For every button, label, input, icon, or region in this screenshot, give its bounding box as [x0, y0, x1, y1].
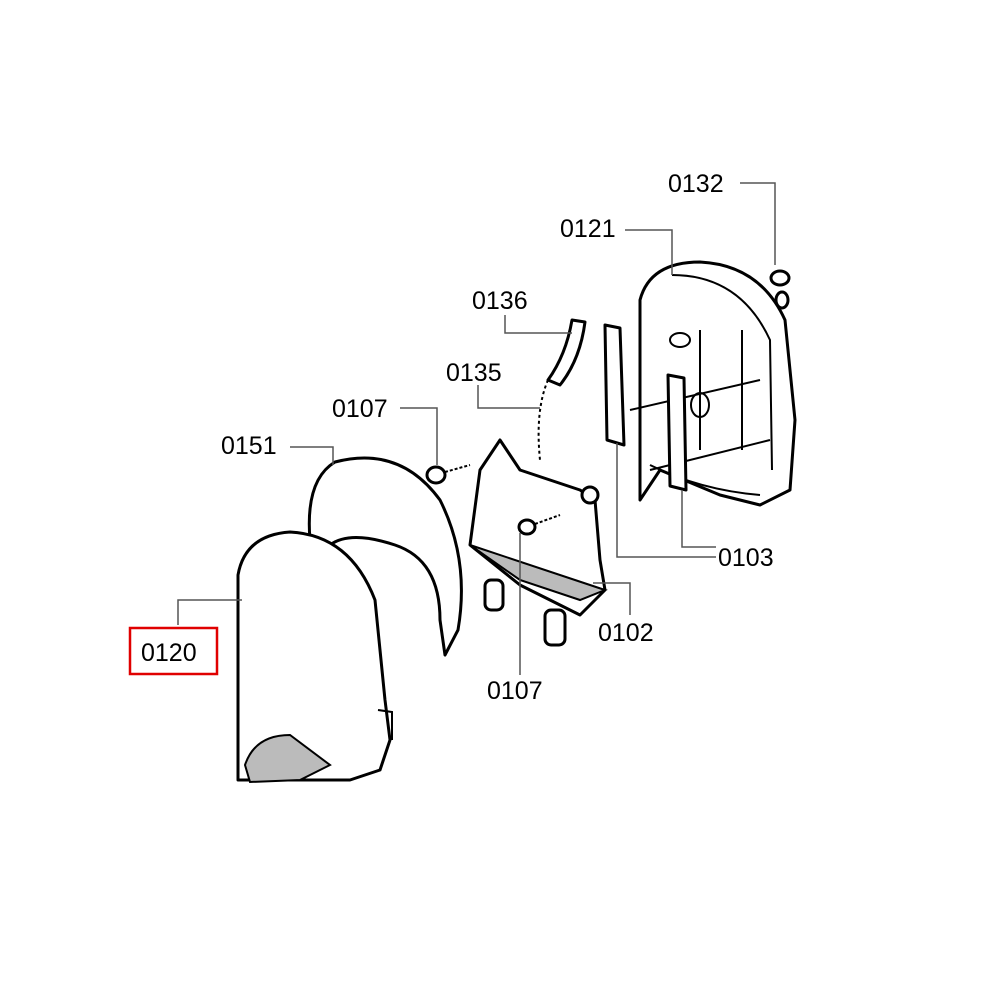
label-0107-top: 0107 [332, 395, 388, 423]
label-0151: 0151 [221, 432, 277, 460]
label-0107-bottom: 0107 [487, 677, 543, 705]
label-0120[interactable]: 0120 [141, 639, 197, 667]
part-0120-front-cover[interactable] [236, 530, 393, 784]
label-0136: 0136 [472, 287, 528, 315]
label-0102: 0102 [598, 619, 654, 647]
part-0136-hose[interactable] [546, 318, 587, 387]
label-0121: 0121 [560, 215, 616, 243]
part-0121-rear-housing[interactable] [629, 260, 797, 507]
label-0132: 0132 [668, 170, 724, 198]
label-0103: 0103 [718, 544, 774, 572]
part-0103-strips[interactable] [603, 323, 688, 492]
highlight-box [128, 626, 219, 676]
leader-lines [177, 182, 776, 675]
part-0132-grommet[interactable] [769, 269, 791, 310]
label-0135: 0135 [446, 359, 502, 387]
part-0107-screw-top[interactable] [425, 464, 471, 485]
part-0135-spring[interactable] [537, 379, 549, 461]
part-0107-screw-bottom[interactable] [517, 514, 561, 536]
part-0102-plug-body[interactable] [468, 438, 608, 647]
